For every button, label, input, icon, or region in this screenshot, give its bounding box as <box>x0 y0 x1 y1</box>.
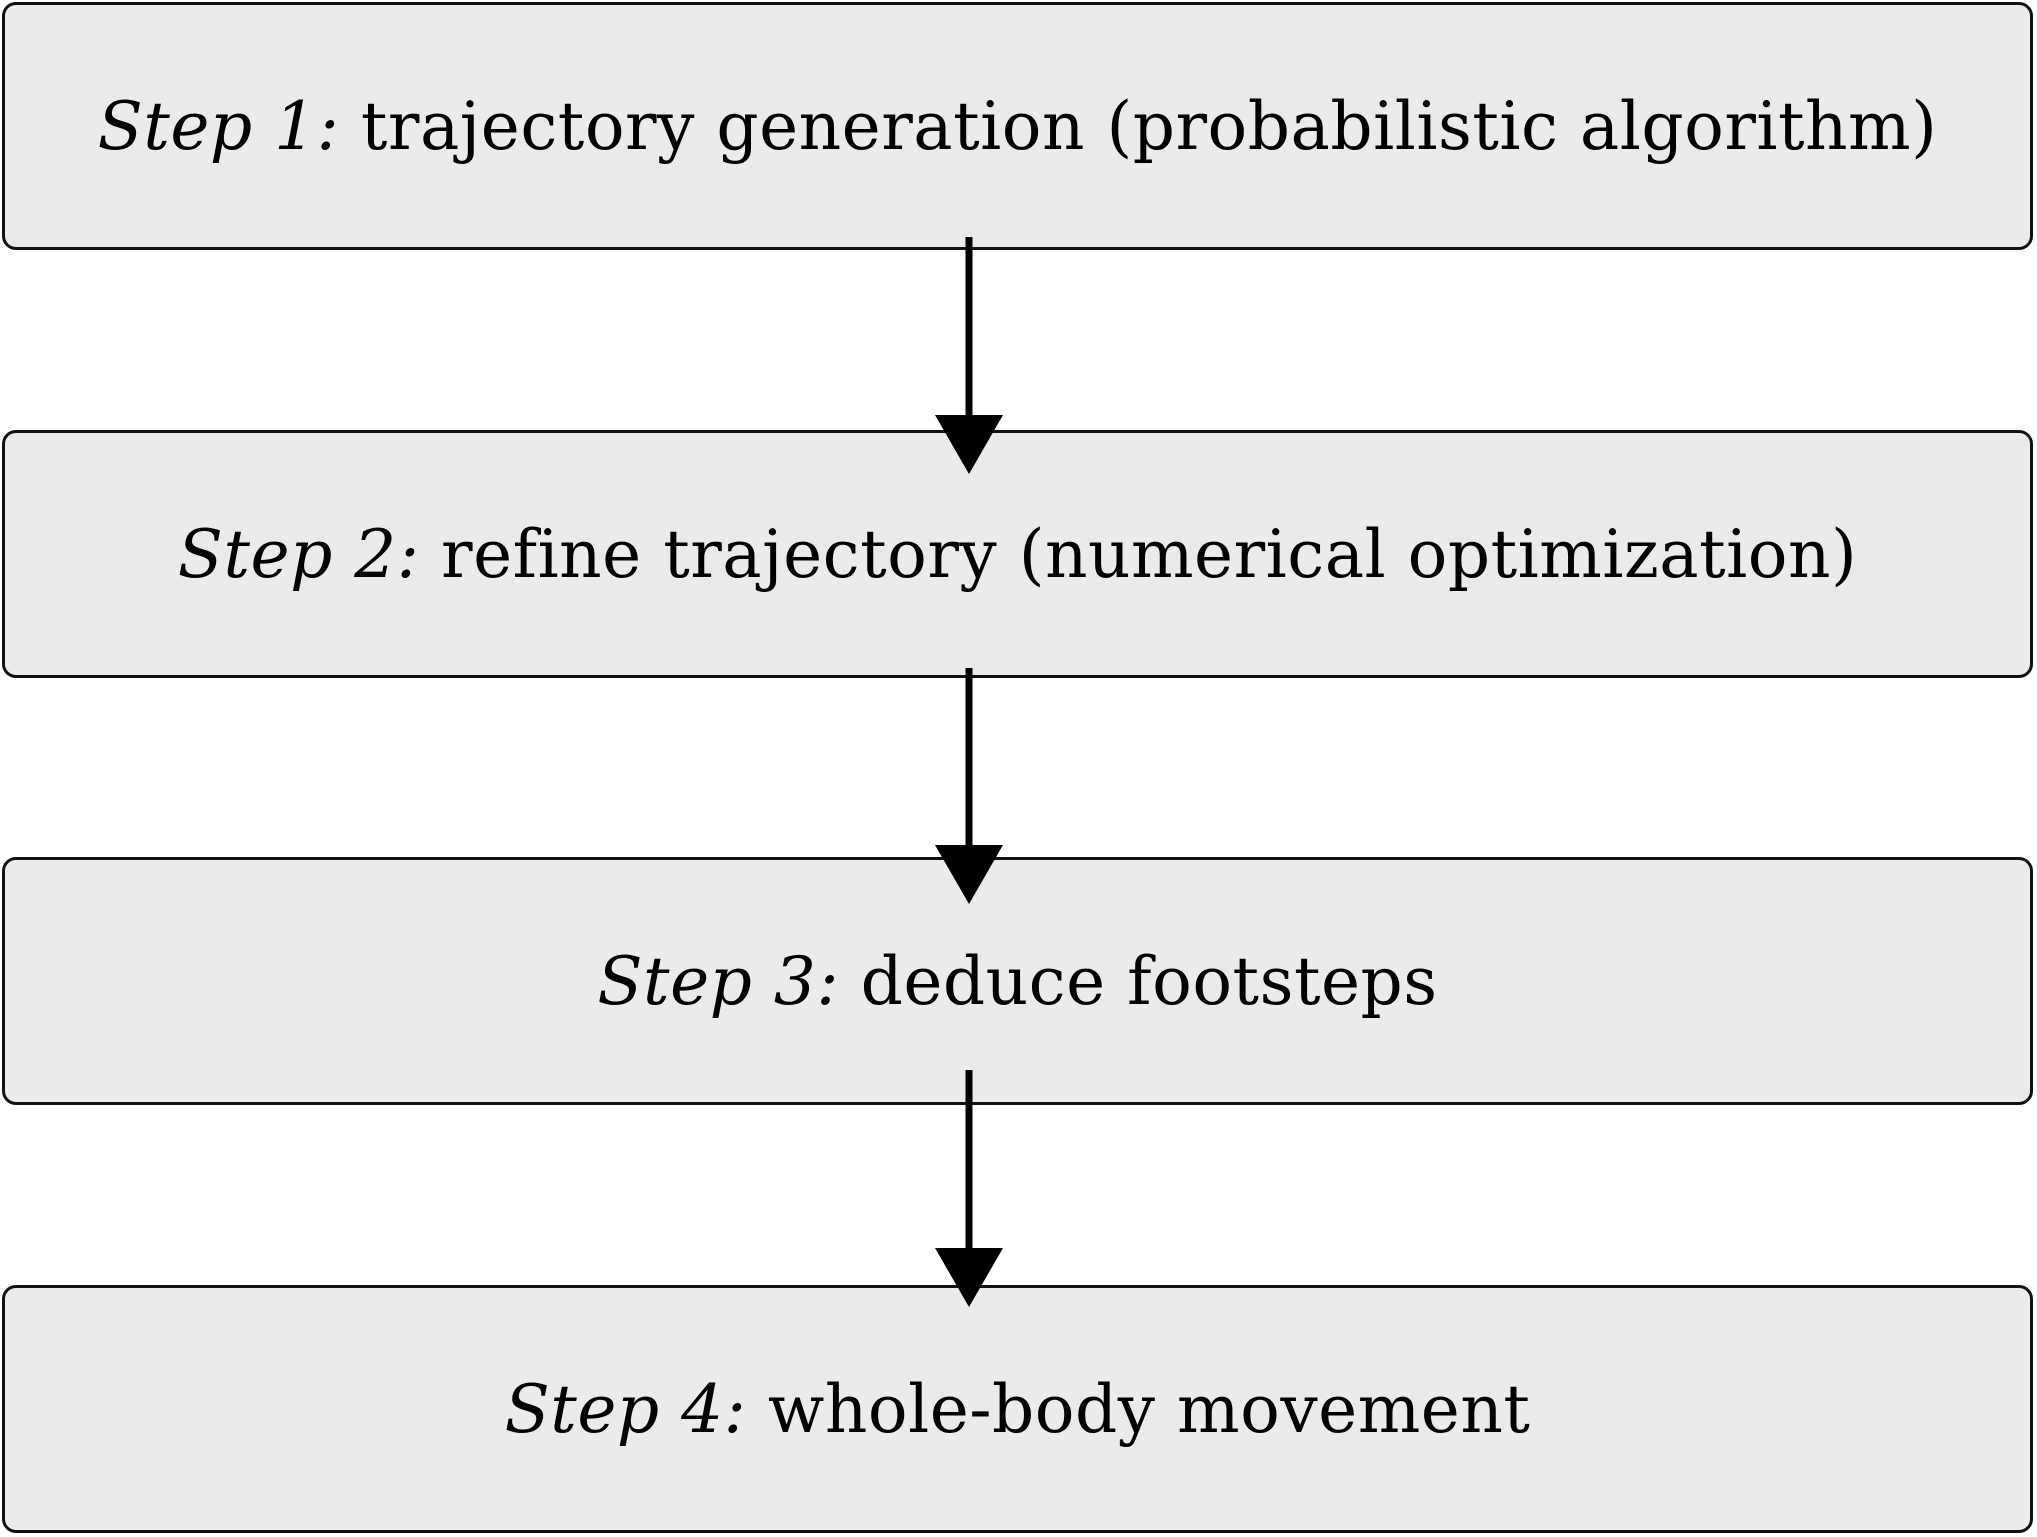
step-2-description: refine trajectory (numerical optimizatio… <box>441 515 1858 593</box>
step-1-box: Step 1: trajectory generation (probabili… <box>2 2 2033 250</box>
step-4-label: Step 4: whole-body movement <box>505 1371 1531 1448</box>
step-4-box: Step 4: whole-body movement <box>2 1285 2033 1533</box>
step-2-prefix: Step 2: <box>177 515 420 593</box>
step-1-prefix: Step 1: <box>97 87 340 165</box>
step-3-prefix: Step 3: <box>597 942 840 1020</box>
step-4-description: whole-body movement <box>767 1370 1531 1448</box>
step-2-label: Step 2: refine trajectory (numerical opt… <box>178 516 1857 593</box>
step-1-description: trajectory generation (probabilistic alg… <box>360 87 1938 165</box>
step-2-box: Step 2: refine trajectory (numerical opt… <box>2 430 2033 678</box>
arrow-step-3-to-4 <box>935 1070 1003 1307</box>
step-4-prefix: Step 4: <box>504 1370 747 1448</box>
step-1-label: Step 1: trajectory generation (probabili… <box>98 88 1938 165</box>
step-3-box: Step 3: deduce footsteps <box>2 857 2033 1105</box>
step-3-label: Step 3: deduce footsteps <box>597 943 1437 1020</box>
step-3-description: deduce footsteps <box>860 942 1438 1020</box>
